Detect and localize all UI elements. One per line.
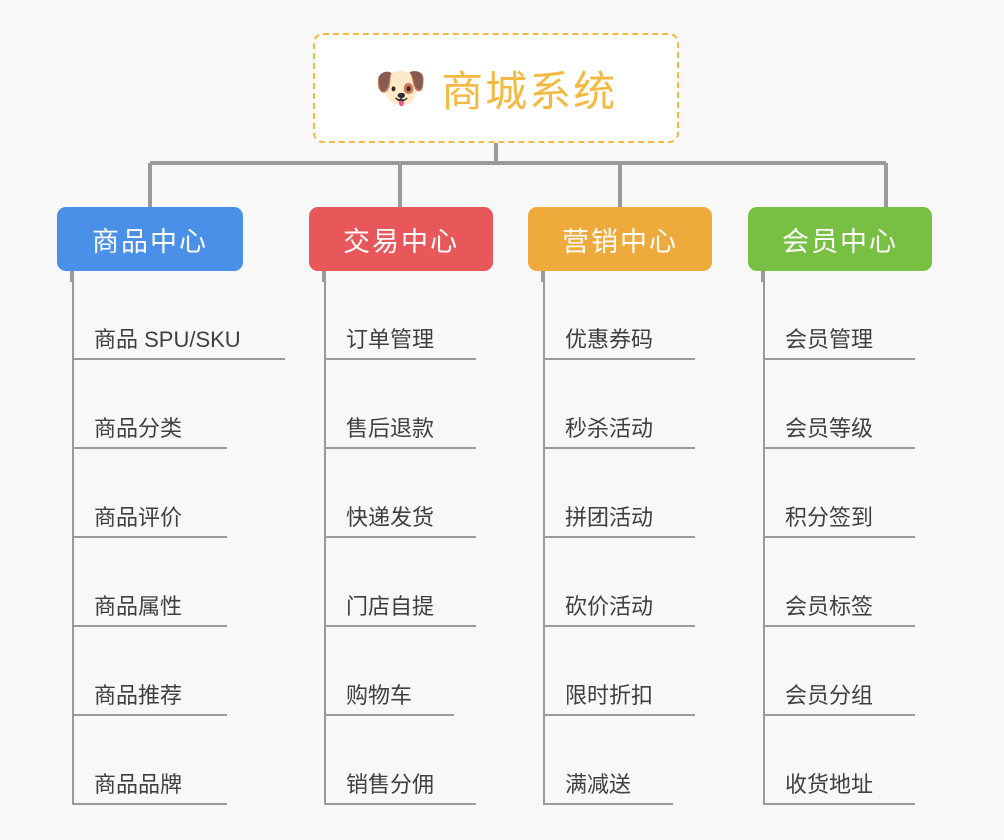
leaf-underline — [72, 536, 227, 538]
leaf-underline — [763, 714, 915, 716]
leaf-underline — [72, 714, 227, 716]
leaf-label: 售后退款 — [346, 415, 435, 441]
leaf-underline — [324, 447, 476, 449]
root-title: 商城系统 — [441, 67, 618, 115]
list-item[interactable]: 商品评价 — [57, 449, 307, 538]
leaf-underline — [543, 714, 695, 716]
list-item[interactable]: 商品推荐 — [57, 627, 307, 716]
category-label-3: 会员中心 — [782, 226, 898, 257]
list-item[interactable]: 会员等级 — [748, 360, 998, 449]
leaf-underline — [324, 803, 476, 805]
category-box-2[interactable]: 营销中心 — [528, 207, 712, 271]
leaf-underline — [324, 714, 454, 716]
list-item[interactable]: 商品属性 — [57, 538, 307, 627]
list-item[interactable]: 限时折扣 — [528, 627, 778, 716]
category-label-2: 营销中心 — [562, 226, 678, 257]
category-box-3[interactable]: 会员中心 — [748, 207, 932, 271]
leaf-label: 购物车 — [346, 682, 413, 708]
leaf-label: 会员等级 — [785, 415, 874, 441]
leaf-underline — [72, 625, 227, 627]
leaf-label: 秒杀活动 — [565, 415, 654, 441]
leaf-list-2: 优惠券码 秒杀活动 拼团活动 砍价活动 限时折扣 满减送 — [528, 271, 778, 805]
leaf-underline — [763, 447, 915, 449]
leaf-label: 积分签到 — [785, 504, 874, 530]
leaf-label: 优惠券码 — [565, 326, 654, 352]
list-item[interactable]: 商品 SPU/SKU — [57, 271, 307, 360]
list-item[interactable]: 购物车 — [309, 627, 559, 716]
category-box-0[interactable]: 商品中心 — [57, 207, 243, 271]
leaf-underline — [324, 536, 476, 538]
list-item[interactable]: 满减送 — [528, 716, 778, 805]
leaf-label: 商品 SPU/SKU — [94, 326, 241, 352]
shiba-dog-face-icon: 🐶 — [374, 64, 428, 111]
list-item[interactable]: 销售分佣 — [309, 716, 559, 805]
leaf-label: 限时折扣 — [565, 682, 654, 708]
leaf-underline — [763, 358, 915, 360]
category-column-2: 营销中心 优惠券码 秒杀活动 拼团活动 砍价活动 限时折扣 — [528, 207, 778, 805]
leaf-rail-3 — [763, 271, 765, 805]
list-item[interactable]: 优惠券码 — [528, 271, 778, 360]
leaf-underline — [72, 358, 285, 360]
list-item[interactable]: 快递发货 — [309, 449, 559, 538]
leaf-label: 满减送 — [565, 771, 632, 797]
list-item[interactable]: 秒杀活动 — [528, 360, 778, 449]
category-column-3: 会员中心 会员管理 会员等级 积分签到 会员标签 会员分组 — [748, 207, 998, 805]
leaf-label: 拼团活动 — [565, 504, 654, 530]
leaf-underline — [72, 803, 227, 805]
leaf-label: 收货地址 — [785, 771, 874, 797]
list-item[interactable]: 售后退款 — [309, 360, 559, 449]
list-item[interactable]: 商品分类 — [57, 360, 307, 449]
list-item[interactable]: 砍价活动 — [528, 538, 778, 627]
list-item[interactable]: 收货地址 — [748, 716, 998, 805]
category-label-0: 商品中心 — [92, 226, 208, 257]
list-item[interactable]: 会员标签 — [748, 538, 998, 627]
list-item[interactable]: 会员管理 — [748, 271, 998, 360]
leaf-label: 门店自提 — [346, 593, 435, 619]
list-item[interactable]: 积分签到 — [748, 449, 998, 538]
leaf-label: 快递发货 — [346, 504, 435, 530]
leaf-label: 销售分佣 — [346, 771, 435, 797]
leaf-underline — [543, 447, 695, 449]
leaf-label: 会员标签 — [785, 593, 874, 619]
list-item[interactable]: 会员分组 — [748, 627, 998, 716]
list-item[interactable]: 门店自提 — [309, 538, 559, 627]
leaf-label: 会员管理 — [785, 326, 874, 352]
leaf-rail-2 — [543, 271, 545, 805]
leaf-label: 商品推荐 — [94, 682, 183, 708]
leaf-label: 商品评价 — [94, 504, 183, 530]
root-node[interactable]: 🐶 商城系统 — [313, 33, 679, 143]
leaf-underline — [543, 536, 695, 538]
leaf-label: 会员分组 — [785, 682, 874, 708]
list-item[interactable]: 订单管理 — [309, 271, 559, 360]
leaf-label: 订单管理 — [346, 326, 435, 352]
category-column-0: 商品中心 商品 SPU/SKU 商品分类 商品评价 商品属性 商品推荐 — [57, 207, 307, 805]
leaf-rail-1 — [324, 271, 326, 805]
leaf-underline — [324, 358, 476, 360]
leaf-underline — [324, 625, 476, 627]
leaf-label: 砍价活动 — [565, 593, 654, 619]
leaf-underline — [543, 625, 695, 627]
leaf-underline — [543, 803, 673, 805]
leaf-list-3: 会员管理 会员等级 积分签到 会员标签 会员分组 收货地址 — [748, 271, 998, 805]
category-box-1[interactable]: 交易中心 — [309, 207, 493, 271]
leaf-list-1: 订单管理 售后退款 快递发货 门店自提 购物车 销售分佣 — [309, 271, 559, 805]
leaf-rail-0 — [72, 271, 74, 805]
leaf-label: 商品属性 — [94, 593, 183, 619]
leaf-label: 商品品牌 — [94, 771, 183, 797]
leaf-label: 商品分类 — [94, 415, 183, 441]
category-label-1: 交易中心 — [343, 226, 459, 257]
leaf-underline — [763, 625, 915, 627]
leaf-underline — [543, 358, 695, 360]
leaf-underline — [763, 803, 915, 805]
leaf-list-0: 商品 SPU/SKU 商品分类 商品评价 商品属性 商品推荐 商品品牌 — [57, 271, 307, 805]
category-column-1: 交易中心 订单管理 售后退款 快递发货 门店自提 购物车 — [309, 207, 559, 805]
leaf-underline — [72, 447, 227, 449]
list-item[interactable]: 拼团活动 — [528, 449, 778, 538]
list-item[interactable]: 商品品牌 — [57, 716, 307, 805]
leaf-underline — [763, 536, 915, 538]
